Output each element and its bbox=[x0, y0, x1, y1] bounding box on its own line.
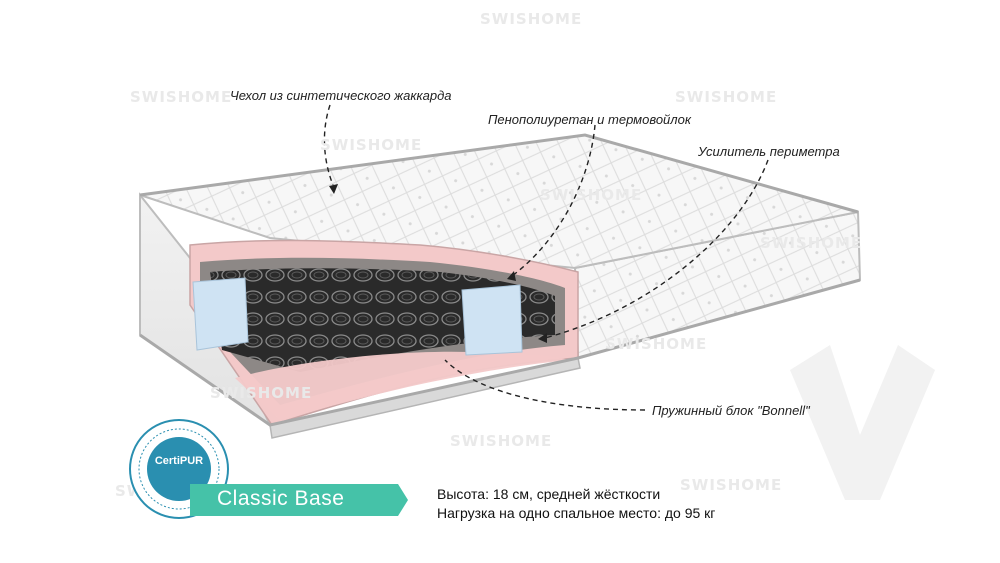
watermark: SWISHOME bbox=[320, 136, 423, 154]
watermark: SWISHOME bbox=[680, 476, 783, 494]
ribbon-banner-icon bbox=[190, 484, 408, 516]
watermark: SWISHOME bbox=[605, 335, 708, 353]
watermark: SWISHOME bbox=[480, 10, 583, 28]
label-springs: Пружинный блок "Bonnell" bbox=[652, 403, 810, 418]
label-perimeter: Усилитель периметра bbox=[698, 144, 840, 159]
label-cover: Чехол из синтетического жаккарда bbox=[230, 88, 452, 103]
spec-height: Высота: 18 см, средней жёсткости bbox=[437, 486, 661, 502]
watermark: SWISHOME bbox=[675, 88, 778, 106]
spec-load: Нагрузка на одно спальное место: до 95 к… bbox=[437, 505, 716, 521]
watermark: SWISHOME bbox=[130, 88, 233, 106]
watermark: SWISHOME bbox=[450, 432, 553, 450]
product-name: Classic Base bbox=[217, 487, 345, 510]
watermark: SWISHOME bbox=[210, 384, 313, 402]
watermark: SWISHOME bbox=[760, 234, 863, 252]
certipur-label: CertiPUR bbox=[154, 455, 204, 467]
watermark: SWISHOME bbox=[540, 186, 643, 204]
label-foam: Пенополиуретан и термовойлок bbox=[488, 112, 691, 127]
